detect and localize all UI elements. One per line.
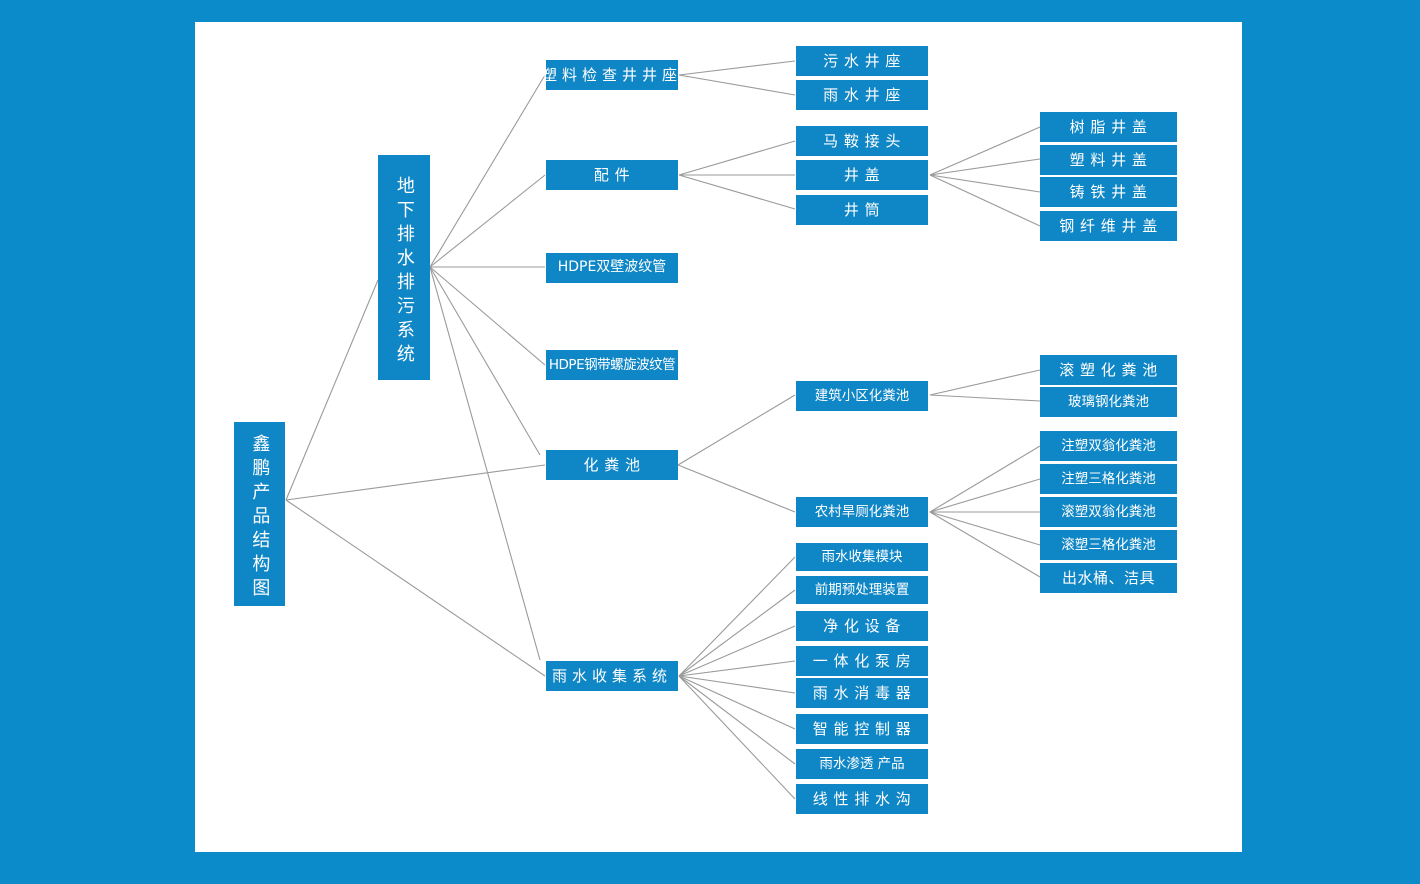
node-hdpe-double-wall-corrugated-pipe[interactable]: HDPE双壁波纹管 [546,253,678,283]
node-rainwater-well-base[interactable]: 雨 水 井 座 [796,80,928,110]
node-outlet-bucket-and-sanitary-ware[interactable]: 出水桶、洁具 [1040,563,1177,593]
node-rural-toilet-septic-tank[interactable]: 农村旱厕化粪池 [796,497,928,527]
node-integrated-pump-house[interactable]: 一 体 化 泵 房 [796,646,928,676]
node-rainwater-disinfector[interactable]: 雨 水 消 毒 器 [796,678,928,708]
node-plastic-inspection-well-base[interactable]: 塑料检查井井座 [542,60,678,90]
node-plastic-manhole-cover[interactable]: 塑 料 井 盖 [1040,145,1177,175]
node-manhole-cover[interactable]: 井 盖 [796,160,928,190]
node-underground-drainage-system[interactable]: 地下排水排污系统 [378,155,430,380]
node-resin-manhole-cover[interactable]: 树 脂 井 盖 [1040,112,1177,142]
node-smart-controller[interactable]: 智 能 控 制 器 [796,714,928,744]
node-septic-tank[interactable]: 化 粪 池 [546,450,678,480]
node-rotomolded-double-urn-septic-tank[interactable]: 滚塑双翁化粪池 [1040,497,1177,527]
node-pre-treatment-device[interactable]: 前期预处理装置 [796,576,928,604]
node-linear-drainage-ditch[interactable]: 线 性 排 水 沟 [796,784,928,814]
node-hdpe-steel-belt-spiral-corrugated-pipe[interactable]: HDPE钢带螺旋波纹管 [546,350,678,380]
node-well-shaft[interactable]: 井 筒 [796,195,928,225]
node-rainwater-collection-module[interactable]: 雨水收集模块 [796,543,928,571]
node-sewage-well-base[interactable]: 污 水 井 座 [796,46,928,76]
node-root[interactable]: 鑫鹏产品结构图 [234,422,285,606]
node-rotomolded-three-compartment-septic-tank[interactable]: 滚塑三格化粪池 [1040,530,1177,560]
node-cast-iron-manhole-cover[interactable]: 铸 铁 井 盖 [1040,177,1177,207]
node-rainwater-collection-system[interactable]: 雨水收集系统 [546,661,678,691]
node-injection-three-compartment-septic-tank[interactable]: 注塑三格化粪池 [1040,464,1177,494]
node-residential-septic-tank[interactable]: 建筑小区化粪池 [796,381,928,411]
node-rainwater-infiltration-products[interactable]: 雨水渗透 产品 [796,749,928,779]
node-steel-fiber-manhole-cover[interactable]: 钢 纤 维 井 盖 [1040,211,1177,241]
node-saddle-joint[interactable]: 马 鞍 接 头 [796,126,928,156]
node-frp-septic-tank[interactable]: 玻璃钢化粪池 [1040,387,1177,417]
node-fittings[interactable]: 配 件 [546,160,678,190]
node-rotomolded-septic-tank[interactable]: 滚 塑 化 粪 池 [1040,355,1177,385]
node-purification-equipment[interactable]: 净 化 设 备 [796,611,928,641]
node-injection-double-urn-septic-tank[interactable]: 注塑双翁化粪池 [1040,431,1177,461]
